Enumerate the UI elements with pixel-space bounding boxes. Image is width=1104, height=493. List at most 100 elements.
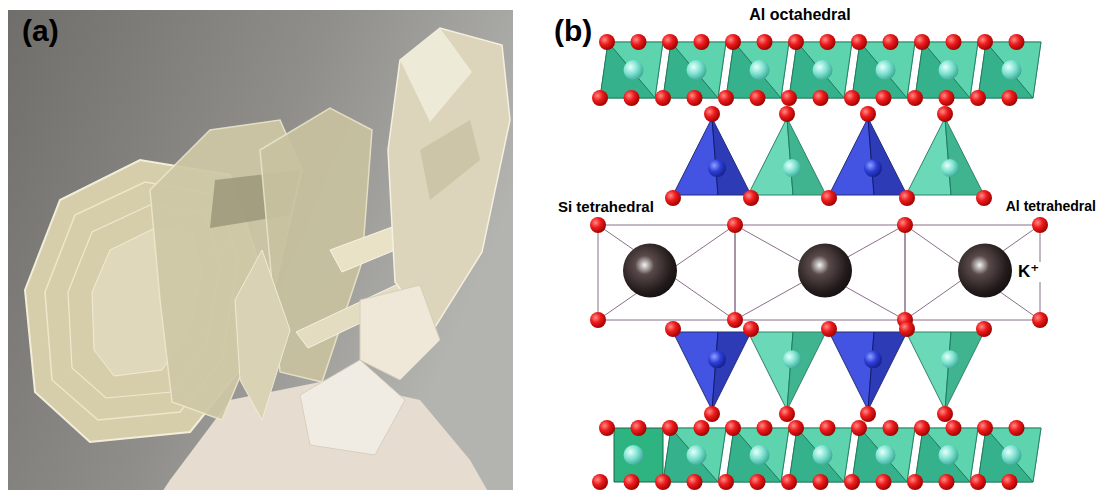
potassium-ion [958, 244, 1012, 298]
interlayer [590, 217, 1048, 328]
al-atom [687, 60, 707, 80]
octahedron-face [923, 42, 978, 98]
oxygen-atom [725, 420, 741, 436]
octahedron-face [923, 428, 978, 482]
octahedron [915, 42, 978, 98]
octahedron-face [986, 428, 1041, 482]
oxygen-atom [781, 90, 797, 106]
al-tetrahedron [748, 332, 793, 410]
oxygen-atom [624, 474, 640, 490]
si-tetrahedron [712, 332, 751, 410]
photo-ground [8, 10, 513, 490]
ion-label: K⁺ [1016, 262, 1041, 282]
oxygen-atom [788, 420, 804, 436]
oxygen-atom [851, 420, 867, 436]
al-atom [783, 350, 801, 368]
oxygen-atom [665, 321, 681, 337]
oxygen-atom [590, 312, 606, 328]
al-tetrahedron [906, 332, 951, 410]
oxygen-atom [655, 90, 671, 106]
oxygen-atom [907, 90, 923, 106]
oxygen-atom [788, 34, 804, 50]
cage-line [905, 225, 906, 320]
oxygen-atom [631, 420, 647, 436]
oxygen-atom [687, 474, 703, 490]
oxygen-atom [946, 420, 962, 436]
octahedron [978, 42, 1041, 98]
cage-line [598, 225, 735, 320]
oxygen-atom [687, 90, 703, 106]
oxygen-atom [976, 321, 992, 337]
oxygen-atom [694, 34, 710, 50]
oxygen-atom [592, 474, 608, 490]
si-atom [708, 159, 726, 177]
octahedron [915, 428, 978, 482]
octahedron-face [797, 428, 852, 482]
al-atom [939, 445, 959, 465]
oxygen-atom [694, 420, 710, 436]
oxygen-atom [1002, 90, 1018, 106]
al-tetrahedron [906, 118, 951, 195]
oxygen-atom [946, 34, 962, 50]
oxygen-atom [743, 190, 759, 206]
oxygen-atom [914, 34, 930, 50]
oxygen-atom [781, 474, 797, 490]
oxygen-atom [665, 190, 681, 206]
potassium-ion [798, 244, 852, 298]
oxygen-atom [821, 190, 837, 206]
oxygen-atom [750, 90, 766, 106]
oxygen-atom [757, 420, 773, 436]
oxygen-atom [977, 420, 993, 436]
octahedron [789, 42, 852, 98]
oxygen-atom [939, 474, 955, 490]
oxygen-atom [592, 90, 608, 106]
oxygen-atom [970, 90, 986, 106]
octahedron [663, 42, 726, 98]
al-atom [939, 60, 959, 80]
al-atom [624, 60, 644, 80]
al-atom [941, 350, 959, 368]
oxygen-atom [813, 474, 829, 490]
octahedron [726, 428, 789, 482]
layer-label: Al tetrahedral [1004, 198, 1098, 214]
si-atom [708, 350, 726, 368]
octahedron [978, 428, 1041, 482]
oxygen-atom [937, 106, 953, 122]
oxygen-atom [718, 90, 734, 106]
octahedron-face [734, 428, 789, 482]
si-tetrahedron [868, 332, 907, 410]
cage-line [735, 225, 905, 320]
oxygen-atom [779, 106, 795, 122]
oxygen-atom [1032, 217, 1048, 233]
feldspar-block [360, 285, 440, 380]
oxygen-atom [937, 406, 953, 422]
al-atom [1002, 60, 1022, 80]
octahedron [789, 428, 852, 482]
oxygen-atom [662, 34, 678, 50]
oxygen-atom [662, 420, 678, 436]
octahedron [852, 428, 915, 482]
oxygen-atom [590, 217, 606, 233]
oxygen-atom [883, 420, 899, 436]
oxygen-atom [1009, 34, 1025, 50]
oxygen-atom [876, 90, 892, 106]
si-tetrahedron [868, 118, 907, 195]
oxygen-atom [821, 321, 837, 337]
octahedron-face [860, 428, 915, 482]
al-tetrahedron [748, 118, 793, 195]
al-atom [813, 445, 833, 465]
oxygen-atom [813, 90, 829, 106]
octahedron [614, 428, 663, 482]
oxygen-atom [860, 406, 876, 422]
oxygen-atom [914, 420, 930, 436]
oxygen-atom [844, 90, 860, 106]
si-tetrahedron [712, 118, 751, 195]
octahedral-sheet [592, 420, 1041, 490]
oxygen-atom [977, 34, 993, 50]
cage-line [598, 225, 599, 320]
oxygen-atom [757, 34, 773, 50]
octahedron-face [608, 42, 663, 98]
cage-line [735, 225, 736, 320]
octahedron-face [797, 42, 852, 98]
